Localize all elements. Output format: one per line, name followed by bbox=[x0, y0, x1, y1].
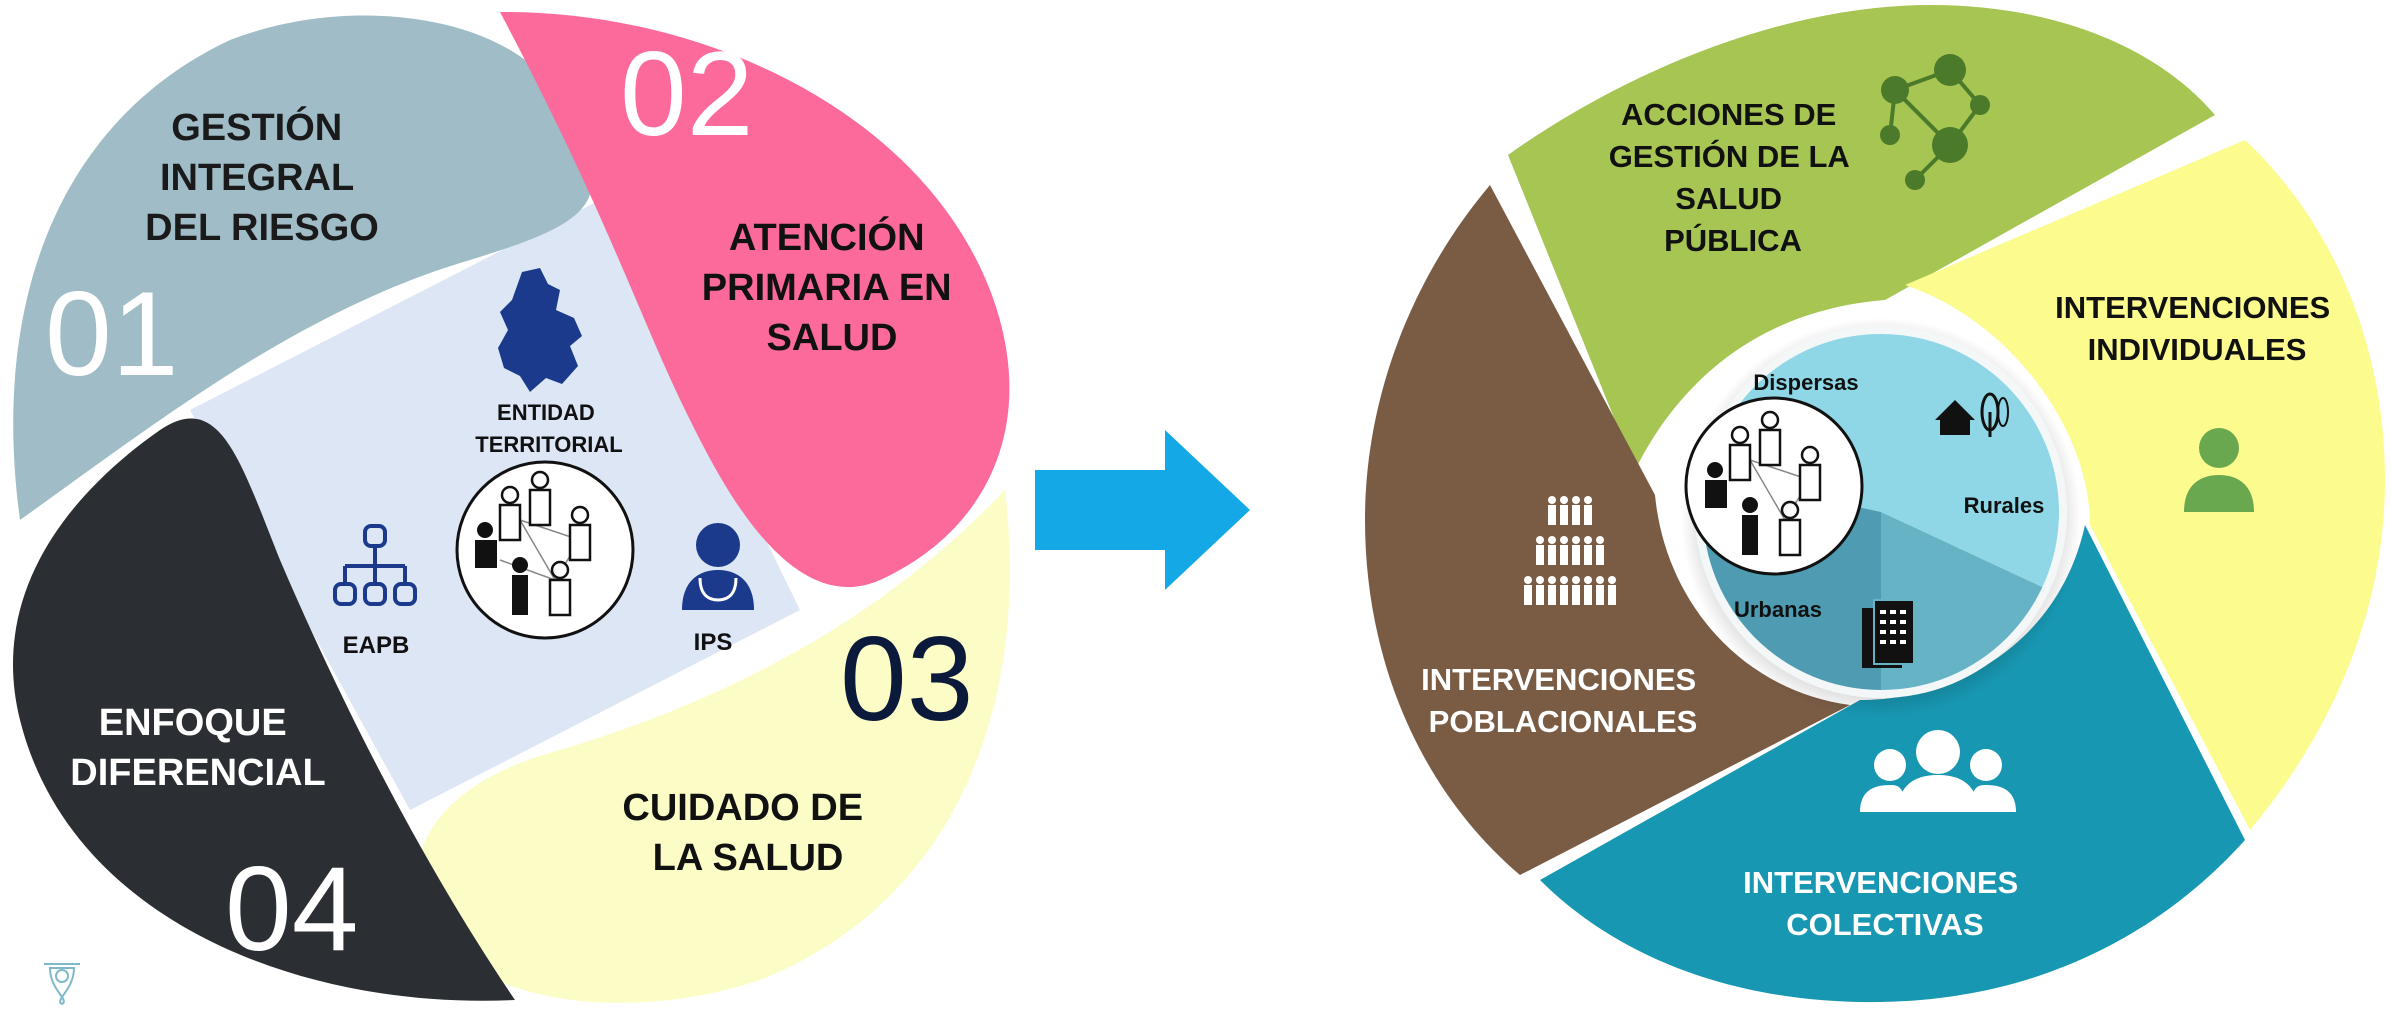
right-arrow-icon bbox=[1035, 430, 1250, 590]
doctor-icon bbox=[682, 523, 754, 610]
block-02-line-2: PRIMARIA EN bbox=[702, 267, 952, 309]
segment-green bbox=[1508, 5, 2215, 470]
crowd-figure-body bbox=[1596, 545, 1604, 565]
crowd-figure-body bbox=[1536, 585, 1544, 605]
crowd-figure-body bbox=[1572, 585, 1580, 605]
block-01-number: 01 bbox=[45, 267, 178, 401]
segment-teal-line-2: COLECTIVAS bbox=[1786, 907, 1984, 942]
crowd-figure-head bbox=[1548, 576, 1556, 584]
rurales-label: Rurales bbox=[1964, 493, 2045, 518]
block-03-line-2: LA SALUD bbox=[653, 837, 844, 879]
crowd-figure-body bbox=[1584, 585, 1592, 605]
crowd-figure-head bbox=[1584, 496, 1592, 504]
crowd-figure-body bbox=[1584, 545, 1592, 565]
building-icon bbox=[1862, 599, 1915, 668]
crowd-figure-head bbox=[1560, 496, 1568, 504]
crowd-figure-body bbox=[1548, 585, 1556, 605]
group-icon bbox=[1860, 730, 2016, 812]
crowd-figure-head bbox=[1548, 496, 1556, 504]
crowd-figure-body bbox=[1584, 505, 1592, 525]
block-02-line-3: SALUD bbox=[767, 317, 898, 359]
block-03-line-1: CUIDADO DE bbox=[622, 787, 863, 829]
crowd-pyramid-icon bbox=[1524, 496, 1616, 605]
network-people-icon bbox=[1880, 54, 1990, 190]
ips-label: IPS bbox=[694, 629, 733, 656]
segment-green-line-2: GESTIÓN DE LA bbox=[1609, 138, 1850, 174]
people-group-icon bbox=[455, 460, 635, 640]
crowd-figure-head bbox=[1572, 536, 1580, 544]
crowd-figure-head bbox=[1608, 576, 1616, 584]
crowd-figure-head bbox=[1524, 576, 1532, 584]
block-02-number: 02 bbox=[620, 27, 753, 161]
segment-teal-line-1: INTERVENCIONES bbox=[1743, 865, 2018, 900]
block-02 bbox=[500, 11, 1010, 588]
crowd-figure-body bbox=[1560, 585, 1568, 605]
block-04-number: 04 bbox=[225, 842, 358, 976]
crowd-figure-head bbox=[1560, 576, 1568, 584]
coat-of-arms-icon bbox=[44, 963, 80, 1006]
block-04-line-2: DIFERENCIAL bbox=[70, 752, 325, 794]
inner-people-group-icon bbox=[1684, 396, 1864, 576]
crowd-figure-head bbox=[1596, 536, 1604, 544]
segment-brown-line-1: INTERVENCIONES bbox=[1421, 662, 1696, 697]
block-01-line-3: DEL RIESGO bbox=[145, 207, 379, 249]
block-04 bbox=[12, 418, 515, 1001]
block-01-label: GESTIÓN INTEGRAL DEL RIESGO bbox=[145, 105, 379, 249]
colombia-map-icon bbox=[498, 268, 582, 392]
entity-line-2: TERRITORIAL bbox=[475, 432, 622, 457]
crowd-figure-body bbox=[1560, 505, 1568, 525]
block-01-line-1: GESTIÓN bbox=[171, 105, 342, 149]
house-tree-icon bbox=[1935, 392, 2009, 437]
org-chart-icon bbox=[333, 524, 417, 606]
entity-label: ENTIDAD TERRITORIAL bbox=[475, 400, 622, 457]
crowd-figure-head bbox=[1572, 576, 1580, 584]
block-02-label: ATENCIÓN PRIMARIA EN SALUD bbox=[702, 215, 962, 359]
segment-brown-label: INTERVENCIONES POBLACIONALES bbox=[1421, 662, 1705, 739]
segment-green-line-4: PÚBLICA bbox=[1664, 222, 1802, 258]
crowd-figure-head bbox=[1584, 536, 1592, 544]
segment-teal-label: INTERVENCIONES COLECTIVAS bbox=[1743, 865, 2027, 942]
crowd-figure-body bbox=[1560, 545, 1568, 565]
crowd-figure-head bbox=[1536, 576, 1544, 584]
block-03 bbox=[416, 490, 1010, 1003]
person-icon bbox=[2184, 428, 2254, 512]
crowd-figure-body bbox=[1536, 545, 1544, 565]
crowd-figure-body bbox=[1548, 545, 1556, 565]
eapb-label: EAPB bbox=[343, 632, 410, 659]
crowd-figure-body bbox=[1572, 545, 1580, 565]
crowd-figure-body bbox=[1596, 585, 1604, 605]
crowd-figure-head bbox=[1572, 496, 1580, 504]
segment-green-label: ACCIONES DE GESTIÓN DE LA SALUD PÚBLICA bbox=[1609, 97, 1858, 258]
segment-yellow-line-2: INDIVIDUALES bbox=[2088, 332, 2307, 367]
entity-line-1: ENTIDAD bbox=[497, 400, 595, 425]
segment-yellow-line-1: INTERVENCIONES bbox=[2055, 290, 2330, 325]
segment-green-line-3: SALUD bbox=[1675, 181, 1782, 216]
crowd-figure-head bbox=[1548, 536, 1556, 544]
dispersas-label: Dispersas bbox=[1753, 370, 1858, 395]
crowd-figure-body bbox=[1608, 585, 1616, 605]
crowd-figure-head bbox=[1584, 576, 1592, 584]
crowd-figure-head bbox=[1536, 536, 1544, 544]
left-diagram: 01 02 03 04 GESTIÓN INTEGRAL DEL RIESGO … bbox=[12, 11, 1010, 1006]
crowd-figure-head bbox=[1596, 576, 1604, 584]
urbanas-label: Urbanas bbox=[1734, 597, 1822, 622]
right-diagram: Dispersas Rurales Urbanas ACCIONES DE GE… bbox=[1365, 5, 2385, 1003]
crowd-figure-head bbox=[1560, 536, 1568, 544]
crowd-figure-body bbox=[1524, 585, 1532, 605]
segment-green-line-1: ACCIONES DE bbox=[1621, 97, 1836, 132]
block-04-label: ENFOQUE DIFERENCIAL bbox=[70, 702, 325, 794]
block-02-line-1: ATENCIÓN bbox=[729, 215, 925, 259]
block-03-label: CUIDADO DE LA SALUD bbox=[622, 787, 873, 879]
segment-yellow bbox=[1905, 140, 2385, 830]
block-01 bbox=[13, 15, 593, 521]
crowd-figure-body bbox=[1548, 505, 1556, 525]
block-01-line-2: INTEGRAL bbox=[160, 157, 354, 199]
block-04-line-1: ENFOQUE bbox=[99, 702, 287, 744]
segment-yellow-label: INTERVENCIONES INDIVIDUALES bbox=[2055, 290, 2339, 367]
segment-brown bbox=[1365, 185, 1850, 875]
block-03-number: 03 bbox=[840, 612, 973, 746]
segment-brown-line-2: POBLACIONALES bbox=[1429, 704, 1698, 739]
crowd-figure-body bbox=[1572, 505, 1580, 525]
